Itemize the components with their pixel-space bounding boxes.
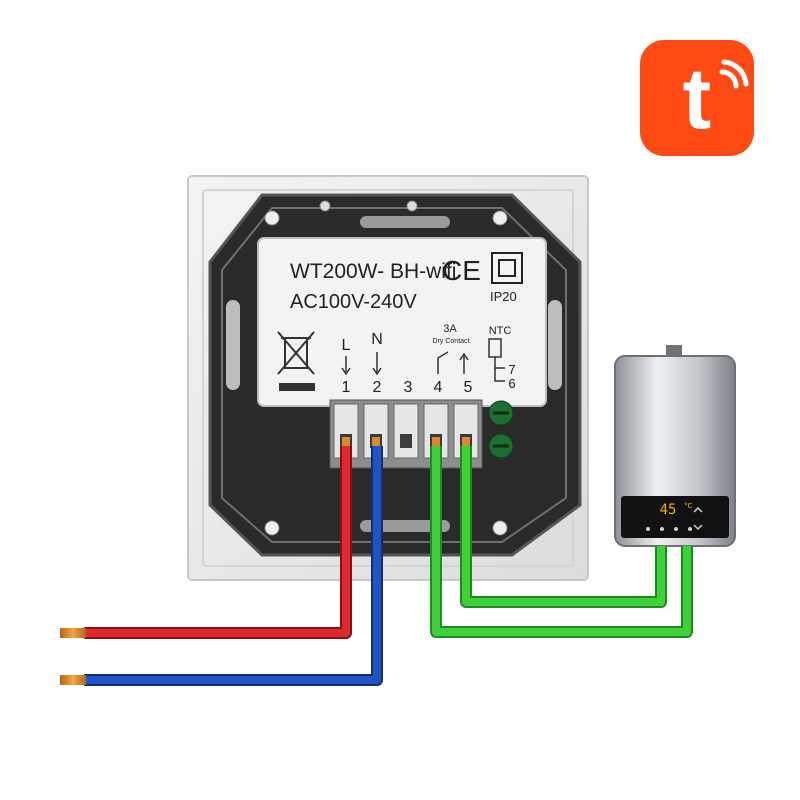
rating-label: 3A <box>443 323 457 335</box>
wires <box>60 446 693 686</box>
terminal-number-2: 2 <box>373 379 382 396</box>
tuya-app-icon: t <box>640 40 754 156</box>
double-insulation-icon <box>491 252 523 284</box>
weee-bin-icon <box>277 331 315 391</box>
terminal-block <box>329 399 514 469</box>
model-label: WT200W- BH-wifi <box>290 260 456 283</box>
terminal-number-1: 1 <box>342 379 351 396</box>
boiler-temperature: 45 <box>660 502 677 518</box>
ntc-number-7: 7 <box>508 362 515 377</box>
dry-contact-label: Dry Contact <box>433 338 470 345</box>
terminal-label-n: N <box>371 331 383 348</box>
boiler-unit: °C <box>684 502 693 510</box>
voltage-label: AC100V-240V <box>290 291 417 313</box>
module-face: WT200W- BH-wifi AC100V-240V CE IP20 L N … <box>257 237 547 407</box>
terminal-number-4: 4 <box>434 379 443 396</box>
ntc-label: NTC <box>489 325 512 337</box>
tuya-logo-glyph: t <box>683 51 712 147</box>
ip-rating-label: IP20 <box>490 289 517 304</box>
terminal-number-3: 3 <box>404 379 413 396</box>
ce-mark: CE <box>442 255 481 286</box>
live-wire-copper-end <box>60 628 86 638</box>
ntc-number-6: 6 <box>508 376 515 391</box>
neutral-wire-copper-end <box>60 675 86 685</box>
gas-boiler: 45 °C <box>614 345 736 547</box>
terminal-number-5: 5 <box>464 379 473 396</box>
terminal-label-l: L <box>342 337 351 354</box>
